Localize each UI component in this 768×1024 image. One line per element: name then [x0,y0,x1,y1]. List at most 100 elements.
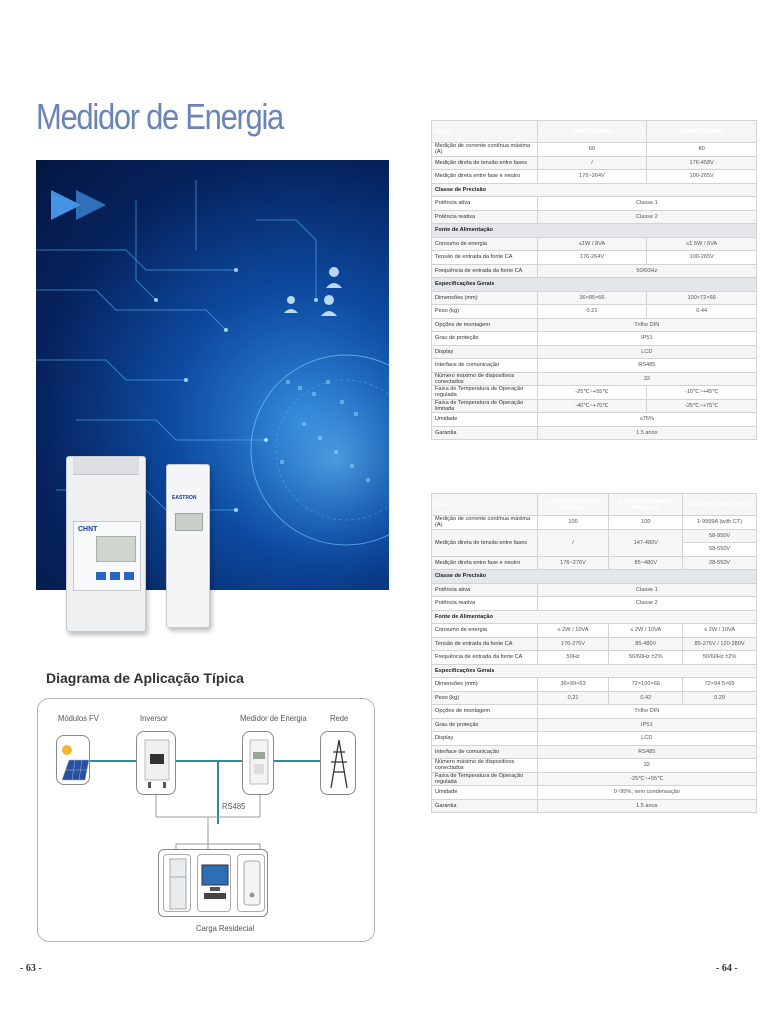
water-heater-icon [237,854,265,912]
parameter-value: 50/60Hz ±2% [608,650,684,665]
page-number-right: - 64 - [716,963,738,974]
parameter-name: Interface de comunicação [431,744,538,759]
table-row: Faixa de Temperatura de Operação limitad… [431,398,757,413]
parameter-value: 176~264V [536,169,648,184]
parameter-value: 1-9999A (with CT) [682,515,757,530]
column-header: CHNT DDSU666 [536,120,648,143]
table-row: Medição direta de tensão entre fases/176… [431,155,757,170]
parameter-value: 85~480V [608,555,684,570]
section-title: Especificações Gerais [431,663,757,678]
parameter-name: Consumo de energia [431,236,538,251]
parameter-name: Frequência de entrada da fonte CA [431,263,538,278]
residential-load-box [158,849,268,917]
parameter-value: ≤ 2W / 10VA [608,623,684,638]
parameter-value: 50Hz [536,650,610,665]
parameter-name: Umidade [431,785,538,800]
parameter-value: 100 [536,515,610,530]
parameter-name: Peso (kg) [431,690,538,705]
section-title: Fonte de Alimentação [431,223,757,238]
model-header: Model [431,493,538,516]
section-header-row: Fonte de Alimentação [431,609,757,624]
parameter-value: 36×99×63 [536,677,610,692]
diagram-wiring [90,760,320,849]
section-title: Classe de Precisão [431,569,757,584]
parameter-value: 72×94.5×65 [682,677,757,692]
energy-meter-icon [242,731,274,795]
column-header: EASTRON SDM 230 Modbus [536,493,610,516]
meter-brand-label: CHNT [78,526,98,533]
label-residential-load: Carga Residecial [196,923,255,933]
meter-button-icon [124,572,134,580]
parameter-value: 85-480V [608,636,684,651]
section-header-row: Especificações Gerais [431,663,757,678]
parameter-value: 0.29 [682,690,757,705]
page-number-left: - 63 - [20,963,42,974]
parameter-value: 100-265V [646,250,757,265]
label-pv-modules: Módulos FV [58,713,99,723]
parameter-value: / [536,155,648,170]
parameter-name: Garantia [431,425,538,440]
eastron-meter-image: EASTRON [166,464,210,628]
parameter-name: Potência reativa [431,596,538,611]
section-header-row: Classe de Precisão [431,569,757,584]
parameter-value: Classe 2 [536,209,758,224]
table-row: Consumo de energia≤1W / 8VA≤1.5W / 6VA [431,236,757,251]
parameter-value: 58-550V [682,542,757,557]
parameter-name: Número máximo de dispositivos conectados [431,371,538,386]
parameter-value: 1.5 anos [536,798,758,813]
table-row: Consumo de energia≤ 2W / 10VA≤ 2W / 10VA… [431,623,757,638]
parameter-value: 176~276V [536,555,610,570]
parameter-value: / [536,528,610,557]
meter-display [96,536,136,562]
parameter-value: Classe 1 [536,582,758,597]
din-brand-label: EASTRON [172,495,197,501]
parameter-value: 50/60Hz ±2% [682,650,757,665]
parameter-value: RS485 [536,744,758,759]
parameter-value: 0~95%, sem condensação [536,785,758,800]
parameter-value: RS485 [536,358,758,373]
parameter-value: 176-458V [646,155,757,170]
table-row: Medição de corrente contínua máxima (A)6… [431,142,757,157]
parameter-name: Consumo de energia [431,623,538,638]
application-diagram: Módulos FV Inversor Medidor de Energia R… [37,698,375,942]
parameter-value: 72×100×66 [608,677,684,692]
inverter-icon [136,731,176,795]
parameter-value: LCD [536,344,758,359]
parameter-name: Faixa de Temperatura de Operação regulad… [431,385,538,400]
parameter-value: Classe 1 [536,196,758,211]
column-header: EASTRON SDM 630-Modbus V2 [608,493,684,516]
parameter-name: Medição direta entre fase e neutro [431,169,538,184]
parameter-value: IP51 [536,331,758,346]
parameter-name: Peso (kg) [431,304,538,319]
parameter-value: ≤75% [536,412,758,427]
parameter-value: 147-480V [608,528,684,557]
section-title: Classe de Precisão [431,182,757,197]
parameter-value: 100×72×66 [646,290,757,305]
parameter-value: 0.42 [608,690,684,705]
parameter-name: Dimensões (mm) [431,677,538,692]
parameter-name: Tensão de entrada da fonte CA [431,250,538,265]
parameter-name: Potência ativa [431,196,538,211]
section-header-row: Fonte de Alimentação [431,223,757,238]
parameter-value: 176-264V [536,250,648,265]
parameter-name: Garantia [431,798,538,813]
table-row: Umidade≤75% [431,412,758,427]
parameter-name: Potência ativa [431,582,538,597]
parameter-value: 28-550V [682,555,757,570]
parameter-value: 0.21 [536,304,648,319]
